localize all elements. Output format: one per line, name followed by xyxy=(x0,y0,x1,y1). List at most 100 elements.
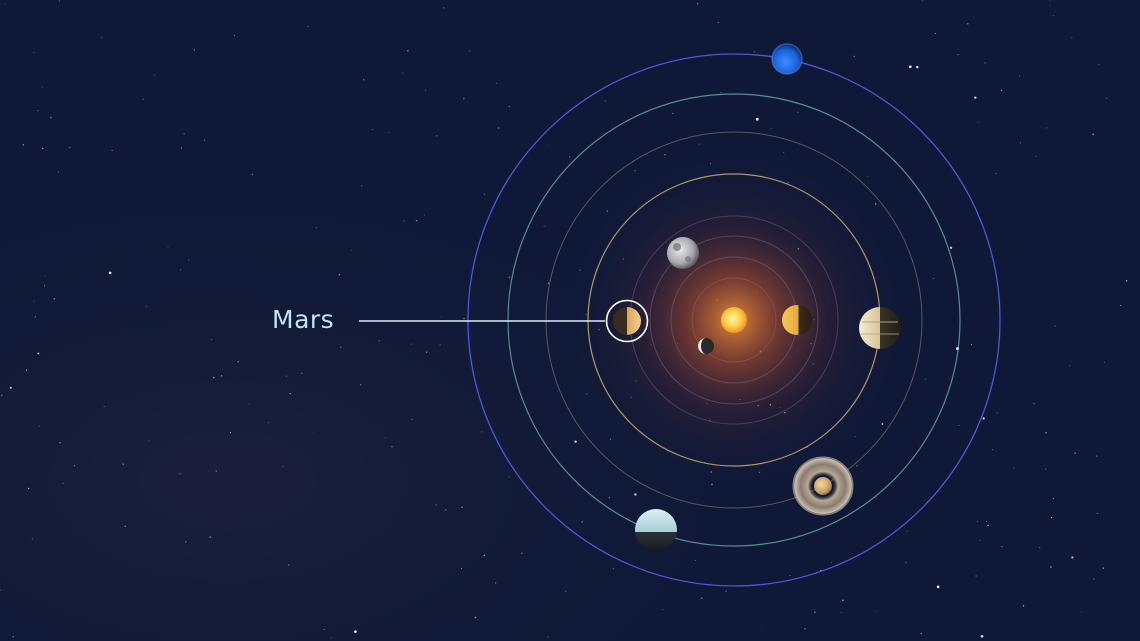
star xyxy=(315,227,317,229)
star xyxy=(905,561,907,564)
star xyxy=(577,484,579,486)
star xyxy=(970,344,973,346)
star xyxy=(1092,133,1094,135)
star xyxy=(974,96,977,99)
star xyxy=(1049,0,1051,2)
planet-mars[interactable] xyxy=(605,299,649,343)
star xyxy=(461,568,463,570)
planet-earth[interactable] xyxy=(667,237,699,269)
star xyxy=(361,185,363,187)
star xyxy=(43,285,46,287)
star xyxy=(581,520,583,523)
star xyxy=(696,3,699,5)
star xyxy=(53,298,56,300)
star xyxy=(220,375,223,377)
star xyxy=(936,585,940,589)
star xyxy=(483,193,486,195)
star xyxy=(251,173,254,176)
planet-venus[interactable] xyxy=(782,305,812,335)
orbit-saturn xyxy=(545,131,923,509)
star xyxy=(1125,280,1128,282)
star xyxy=(770,128,772,130)
planet-neptune[interactable] xyxy=(771,43,803,75)
star xyxy=(74,465,76,467)
star xyxy=(34,316,36,318)
star xyxy=(483,554,486,556)
star xyxy=(1050,516,1053,519)
star xyxy=(977,121,979,123)
star xyxy=(842,599,844,602)
star xyxy=(1033,403,1035,405)
star xyxy=(9,386,12,389)
sun[interactable] xyxy=(721,307,747,333)
star xyxy=(875,610,877,612)
star xyxy=(1035,156,1037,158)
star xyxy=(949,246,953,249)
star xyxy=(463,317,465,320)
star xyxy=(233,35,235,37)
star xyxy=(543,225,545,227)
star xyxy=(59,441,61,444)
star xyxy=(789,575,791,576)
star xyxy=(568,156,571,158)
star xyxy=(210,339,212,341)
planet-jupiter[interactable] xyxy=(859,307,901,349)
star xyxy=(508,105,510,108)
star xyxy=(609,438,611,440)
star xyxy=(916,65,919,69)
star xyxy=(1001,546,1003,548)
star xyxy=(37,110,39,112)
planet-uranus[interactable] xyxy=(635,509,677,551)
star xyxy=(188,259,190,261)
star xyxy=(881,423,884,425)
star xyxy=(634,170,636,172)
star xyxy=(979,539,981,541)
star xyxy=(68,146,71,149)
orbit-neptune xyxy=(467,53,1001,587)
star xyxy=(701,597,703,599)
star xyxy=(604,100,607,102)
star xyxy=(237,361,239,363)
star xyxy=(288,317,290,320)
star xyxy=(22,144,25,146)
star xyxy=(662,609,664,611)
star xyxy=(1019,142,1022,144)
star xyxy=(920,632,922,635)
star xyxy=(565,590,567,592)
star xyxy=(1054,325,1056,327)
star xyxy=(338,273,341,276)
star xyxy=(1071,37,1073,39)
star xyxy=(179,269,182,271)
planet-mercury[interactable] xyxy=(698,338,714,354)
planet-saturn[interactable] xyxy=(792,456,854,516)
star xyxy=(330,637,332,639)
star xyxy=(41,86,43,88)
star xyxy=(289,392,291,395)
star xyxy=(42,147,44,150)
star xyxy=(213,376,215,379)
selection-ring xyxy=(605,299,649,343)
star xyxy=(996,412,998,414)
star xyxy=(1081,611,1082,613)
star xyxy=(180,147,182,149)
star xyxy=(1106,97,1108,99)
star xyxy=(122,463,124,465)
star xyxy=(229,432,232,434)
star xyxy=(753,50,756,53)
star xyxy=(193,49,196,51)
star xyxy=(183,133,185,135)
star xyxy=(1093,578,1095,580)
star xyxy=(58,0,61,2)
star xyxy=(423,214,425,216)
star xyxy=(103,405,105,408)
star xyxy=(496,82,498,84)
star xyxy=(111,150,113,152)
star xyxy=(804,628,806,630)
star xyxy=(794,538,796,540)
star xyxy=(664,154,666,156)
star xyxy=(830,562,832,564)
star xyxy=(1071,556,1074,559)
star xyxy=(248,403,250,405)
star xyxy=(463,97,465,100)
